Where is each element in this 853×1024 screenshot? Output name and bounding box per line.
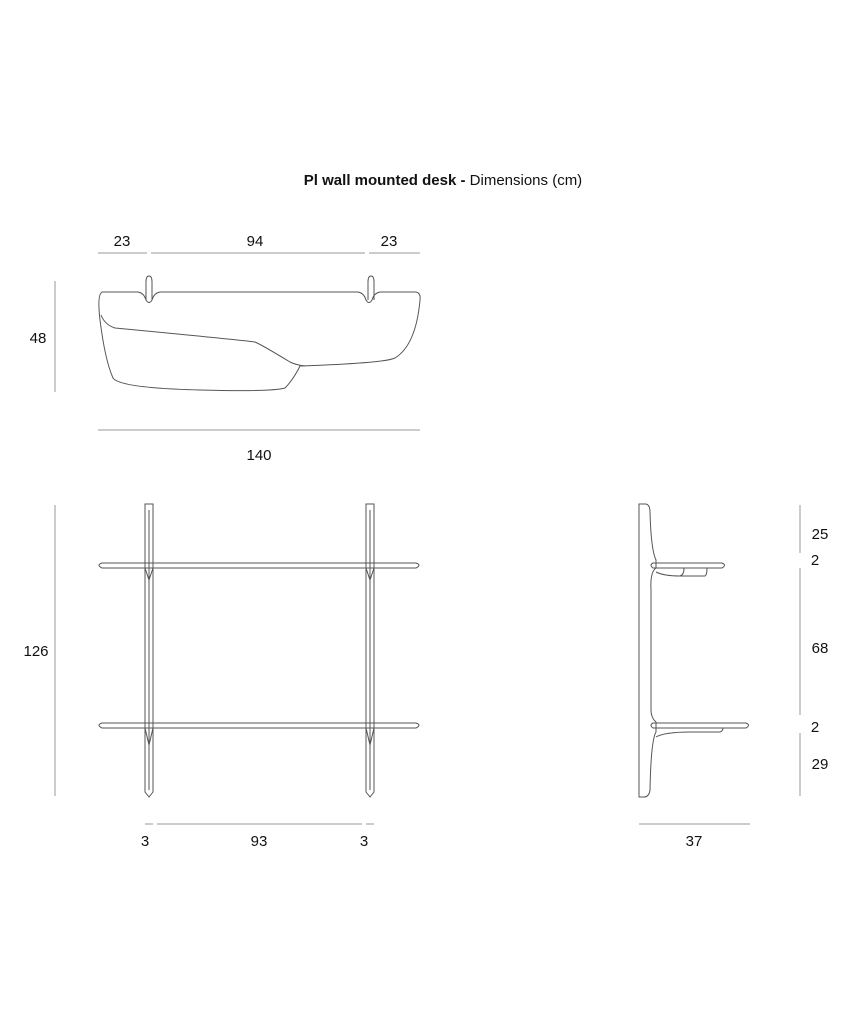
- top-view: 23 94 23 48 140: [30, 233, 421, 464]
- left-wall-post: [144, 503, 154, 798]
- dim-between-label: 93: [251, 833, 268, 850]
- dim-height-label: 126: [23, 643, 48, 660]
- dim-total-label: 140: [246, 447, 271, 464]
- drawing-title: Pl wall mounted desk - Dimensions (cm): [304, 172, 582, 189]
- dim-middle-gap-label: 68: [812, 640, 829, 657]
- desk-surface-line: [100, 314, 306, 367]
- lower-shelf-side: [650, 722, 749, 729]
- lower-shelf-support: [655, 727, 724, 738]
- dim-upper-shelf-label: 2: [811, 552, 819, 569]
- side-view: 25 2 68 2 29 37: [638, 503, 829, 850]
- left-wall-post-knob: [145, 275, 153, 300]
- desk-top-outline: [98, 291, 421, 392]
- lower-shelf: [98, 722, 420, 729]
- dim-middle-label: 94: [247, 233, 264, 250]
- shelf-brackets: [144, 567, 375, 746]
- upper-shelf-support: [655, 567, 708, 577]
- dim-left-post-label: 3: [141, 833, 149, 850]
- dim-height-label: 48: [30, 330, 47, 347]
- dim-right-post-label: 3: [360, 833, 368, 850]
- right-wall-post-knob: [367, 275, 375, 300]
- dim-top-gap-label: 25: [812, 526, 829, 543]
- dim-depth-label: 37: [686, 833, 703, 850]
- dim-right-label: 23: [381, 233, 398, 250]
- dim-lower-shelf-label: 2: [811, 719, 819, 736]
- upper-shelf-side: [650, 562, 725, 569]
- dim-bottom-gap-label: 29: [812, 756, 829, 773]
- front-view: 126 3 93 3: [23, 503, 420, 850]
- dim-left-label: 23: [114, 233, 131, 250]
- wall-plate: [638, 503, 657, 798]
- right-wall-post: [365, 503, 375, 798]
- upper-shelf: [98, 562, 420, 569]
